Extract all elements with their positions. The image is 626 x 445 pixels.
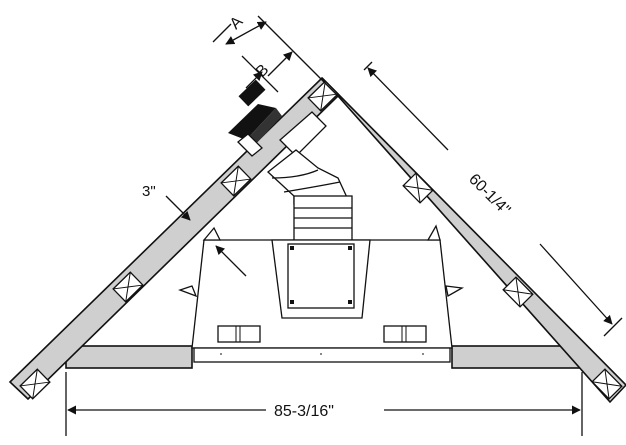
range-hood-body [178, 224, 465, 363]
dimension-slope [363, 61, 623, 337]
dimension-a [212, 15, 339, 97]
dimension-a-label: A [227, 13, 247, 33]
dimension-b [241, 51, 293, 93]
dimension-width-label: 85-3/16" [274, 403, 334, 420]
left-horizontal-beam [65, 345, 193, 369]
dimension-slope-label: 60-1/4" [465, 171, 513, 219]
dimension-thickness-label: 3" [142, 183, 156, 200]
right-beam-blocks [402, 172, 623, 400]
duct-elbow [266, 111, 353, 243]
dimension-thickness [165, 195, 247, 277]
roof-vent-cap [228, 79, 282, 157]
dimension-width [65, 372, 583, 436]
